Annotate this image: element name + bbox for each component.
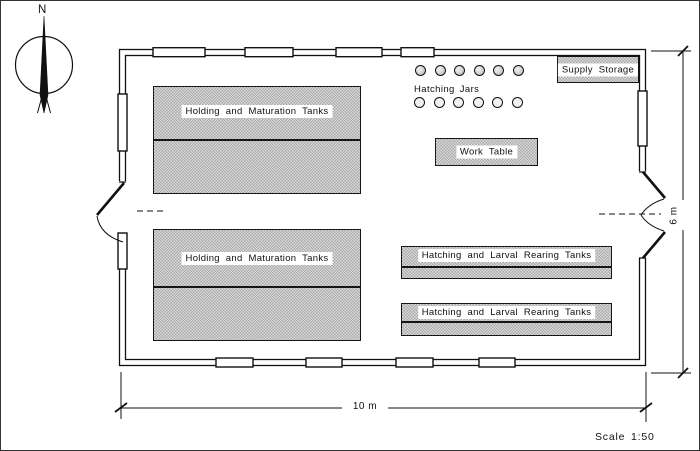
- window-frames: [117, 47, 648, 368]
- tank-divider: [402, 321, 611, 323]
- hatching-larval-rearing-tanks-2-label: Hatching and Larval Rearing Tanks: [417, 306, 596, 319]
- holding-maturation-tanks-top-label: Holding and Maturation Tanks: [181, 105, 333, 118]
- hatching-jar: [493, 65, 504, 76]
- holding-maturation-tanks-bottom: Holding and Maturation Tanks: [153, 229, 361, 341]
- height-dimension-label: 6 m: [663, 200, 685, 230]
- hatching-jar-row-1: [415, 65, 524, 76]
- hatching-jar: [433, 97, 445, 108]
- north-arrow-icon: [14, 15, 74, 114]
- hatching-jar: [454, 65, 465, 76]
- work-table-label: Work Table: [455, 145, 518, 159]
- hatching-jar: [512, 65, 524, 76]
- hatching-jar: [472, 97, 484, 108]
- tank-divider: [154, 286, 360, 288]
- hatching-jar-row-2: [414, 97, 523, 108]
- supply-storage-label: Supply Storage: [557, 63, 639, 76]
- holding-maturation-tanks-bottom-label: Holding and Maturation Tanks: [181, 252, 333, 265]
- holding-maturation-tanks-top: Holding and Maturation Tanks: [153, 86, 361, 194]
- hatching-jar: [434, 65, 446, 76]
- hatching-jar: [492, 97, 503, 108]
- scale-label: Scale 1:50: [595, 431, 655, 443]
- work-table: Work Table: [435, 138, 538, 166]
- hatching-larval-rearing-tanks-2: Hatching and Larval Rearing Tanks: [401, 303, 612, 336]
- hatching-jar: [415, 65, 426, 76]
- tank-divider: [154, 139, 360, 141]
- hatching-larval-rearing-tanks-1: Hatching and Larval Rearing Tanks: [401, 246, 612, 279]
- tank-divider: [402, 266, 611, 268]
- door-right: [599, 171, 666, 259]
- hatching-jar: [473, 65, 485, 76]
- door-left: [96, 182, 167, 243]
- hatching-larval-rearing-tanks-1-label: Hatching and Larval Rearing Tanks: [417, 249, 596, 262]
- hatching-jar: [511, 97, 523, 108]
- width-dimension-label: 10 m: [342, 401, 388, 412]
- hatching-jars-label: Hatching Jars: [414, 84, 480, 95]
- supply-storage-room: Supply Storage: [557, 56, 639, 83]
- hatching-jar: [414, 97, 425, 108]
- north-label: N: [38, 4, 47, 16]
- hatching-jar: [453, 97, 464, 108]
